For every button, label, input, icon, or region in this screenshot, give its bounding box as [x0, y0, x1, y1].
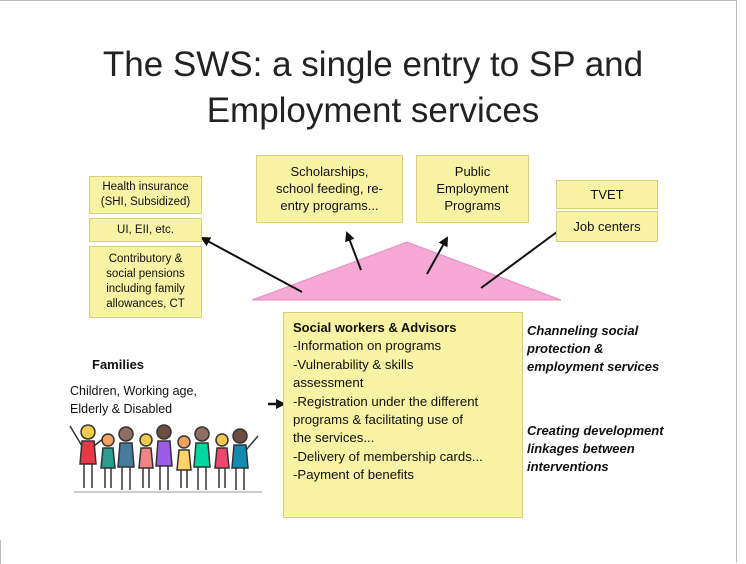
note-linkages: Creating development linkages between in… [527, 422, 664, 476]
center-line: programs & facilitating use of [293, 412, 464, 428]
center-line: -Payment of benefits [293, 467, 414, 483]
note-line: Channeling social [527, 323, 639, 338]
slide-edge [0, 540, 1, 564]
box-public-employment: Public Employment Programs [416, 155, 529, 223]
box-line: entry programs... [280, 198, 379, 213]
box-line: Public [454, 164, 491, 179]
center-services-box: Social workers & Advisors -Information o… [283, 312, 523, 518]
note-line: linkages between [527, 441, 635, 456]
center-line: -Delivery of membership cards... [293, 448, 483, 464]
box-job-centers: Job centers [556, 211, 658, 242]
families-description: Children, Working age, Elderly & Disable… [70, 382, 197, 418]
center-line: -Vulnerability & skills [293, 356, 414, 372]
title-line-2: Employment services [206, 91, 540, 130]
box-line: Job centers [573, 219, 641, 234]
center-line: -Registration under the different [293, 393, 479, 409]
note-line: protection & [527, 341, 604, 356]
box-line: TVET [590, 187, 624, 202]
box-ui-eii: UI, EII, etc. [89, 218, 202, 242]
center-heading: Social workers & Advisors [293, 320, 457, 335]
box-line: Programs [444, 198, 501, 213]
note-line: interventions [527, 459, 609, 474]
center-line: -Information on programs [293, 338, 442, 354]
arrow-to-left-boxes [200, 237, 303, 293]
arrow-to-tvet [480, 224, 567, 289]
box-line: Scholarships, [290, 164, 369, 179]
box-scholarships: Scholarships, school feeding, re- entry … [256, 155, 403, 223]
box-line: school feeding, re- [276, 181, 383, 196]
box-line: Health insurance [102, 181, 189, 193]
families-line: Children, Working age, [70, 384, 197, 398]
box-line: social pensions [106, 268, 185, 280]
arrow-to-scholarships [345, 231, 362, 271]
slide-title: The SWS: a single entry to SP and Employ… [40, 42, 706, 134]
box-line: Contributory & [108, 253, 183, 265]
families-line: Elderly & Disabled [70, 402, 173, 416]
center-line: the services... [293, 430, 375, 446]
box-health-insurance: Health insurance (SHI, Subsidized) [89, 176, 202, 214]
roof-triangle [251, 241, 562, 301]
box-line: allowances, CT [106, 298, 185, 310]
note-channeling: Channeling social protection & employmen… [527, 322, 659, 376]
box-line: (SHI, Subsidized) [100, 196, 191, 208]
families-title: Families [92, 357, 145, 372]
box-pensions: Contributory & social pensions including… [89, 246, 202, 318]
box-tvet: TVET [556, 180, 658, 209]
box-line: including family [106, 283, 185, 295]
center-line: assessment [293, 375, 364, 391]
arrow-to-public-employment [426, 236, 448, 275]
box-line: UI, EII, etc. [117, 224, 174, 236]
families-illustration [69, 424, 262, 493]
title-line-1: The SWS: a single entry to SP and [102, 45, 644, 84]
note-line: Creating development [527, 423, 664, 438]
box-line: Employment [436, 181, 509, 196]
note-line: employment services [527, 359, 660, 374]
